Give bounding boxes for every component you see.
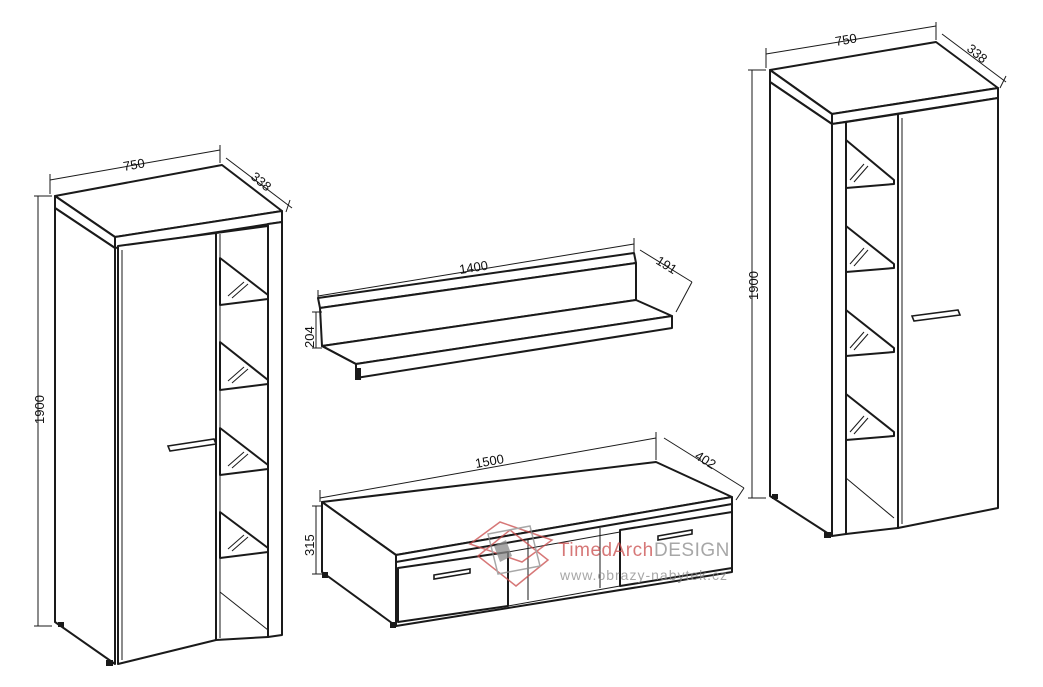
right-cabinet-depth-label: 338 xyxy=(964,41,990,66)
watermark: TimedArch DESIGN www.obrazy-nabytek.cz xyxy=(468,521,730,587)
tv-unit-right-handle xyxy=(657,529,693,541)
right-cabinet-height-label: 1900 xyxy=(746,271,761,300)
wall-shelf-depth-label: 191 xyxy=(653,253,679,277)
right-cabinet-handle xyxy=(910,309,962,322)
left-cabinet xyxy=(34,145,293,666)
watermark-url: www.obrazy-nabytek.cz xyxy=(559,567,728,583)
tv-unit-height-label: 315 xyxy=(302,534,317,556)
right-cabinet-width-label: 750 xyxy=(834,30,858,49)
watermark-logo-icon xyxy=(468,521,554,587)
wall-shelf-width-label: 1400 xyxy=(458,258,489,277)
tv-unit-left-handle xyxy=(433,568,471,580)
wall-shelf xyxy=(312,238,693,380)
tv-unit-depth-label: 402 xyxy=(692,448,718,472)
watermark-brand-accent: TimedArch xyxy=(558,540,654,561)
watermark-brand-gray: DESIGN xyxy=(654,540,730,561)
left-cabinet-handle xyxy=(166,438,218,452)
left-cabinet-height-label: 1900 xyxy=(32,395,47,424)
wall-shelf-height-label: 204 xyxy=(302,326,317,348)
left-cabinet-width-label: 750 xyxy=(122,155,146,174)
tv-unit xyxy=(312,432,745,628)
right-cabinet xyxy=(748,22,1007,538)
tv-unit-width-label: 1500 xyxy=(474,451,505,471)
